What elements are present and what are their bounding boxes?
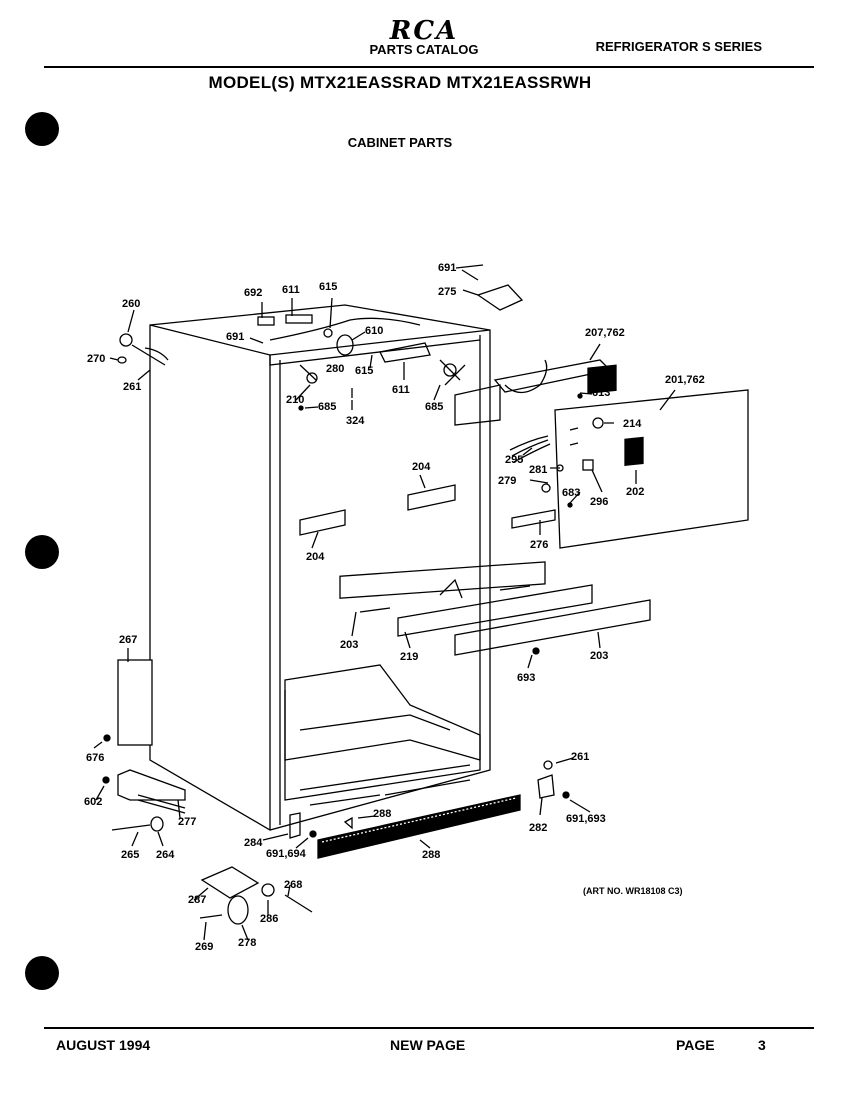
callout-label: 284 bbox=[244, 837, 263, 849]
callout-label: 278 bbox=[238, 937, 256, 949]
footer-rule bbox=[44, 1027, 814, 1029]
callout-label: 685 bbox=[425, 401, 443, 413]
callout-label: 286 bbox=[260, 913, 278, 925]
callout-label: 275 bbox=[438, 286, 456, 298]
callout-label: 260 bbox=[122, 298, 140, 310]
callout-label: 277 bbox=[178, 816, 196, 828]
side-panel-267 bbox=[117, 659, 153, 746]
callout-label: 691,693 bbox=[566, 813, 606, 825]
roller-wheel bbox=[227, 895, 249, 925]
callout-label: 219 bbox=[400, 651, 418, 663]
callout-label: 685 bbox=[318, 401, 336, 413]
callout-label: 295 bbox=[505, 454, 523, 466]
callout-label: 693 bbox=[517, 672, 535, 684]
callout-label: 270 bbox=[87, 353, 105, 365]
callout-label: 264 bbox=[156, 849, 175, 861]
door-stop bbox=[537, 774, 555, 799]
callout-label: 202 bbox=[626, 486, 644, 498]
binder-hole-top bbox=[25, 112, 59, 146]
callout-label: 267 bbox=[119, 634, 137, 646]
section-title: CABINET PARTS bbox=[347, 135, 453, 150]
callout-label: 268 bbox=[284, 879, 302, 891]
callout-label: 279 bbox=[498, 475, 516, 487]
damper-control bbox=[511, 509, 556, 529]
footer-date: AUGUST 1994 bbox=[56, 1037, 151, 1053]
callout-label: 204 bbox=[412, 461, 431, 473]
bracket-204-right bbox=[407, 484, 456, 511]
callout-label: 691,694 bbox=[266, 848, 307, 860]
top-hinge bbox=[476, 284, 524, 311]
callout-label: 210 bbox=[286, 394, 304, 406]
callout-label: 692 bbox=[244, 287, 262, 299]
callout-label: 203 bbox=[590, 650, 608, 662]
cabinet-shell bbox=[149, 304, 491, 831]
bracket-204-left bbox=[299, 509, 346, 536]
binder-hole-bottom bbox=[25, 956, 59, 990]
shelf-rail-upper bbox=[339, 561, 546, 599]
callout-label: 615 bbox=[319, 281, 337, 293]
footer-page-number: 3 bbox=[758, 1037, 766, 1053]
series-title: REFRIGERATOR S SERIES bbox=[595, 39, 762, 54]
catalog-title: PARTS CATALOG bbox=[369, 42, 479, 57]
brand-logo: RCA bbox=[389, 16, 459, 46]
callout-label: 613 bbox=[592, 387, 610, 399]
callout-label: 261 bbox=[571, 751, 589, 763]
fan-bracket bbox=[454, 384, 501, 426]
toe-grille bbox=[317, 794, 521, 859]
callout-label: 282 bbox=[529, 822, 547, 834]
shelf-rail-middle bbox=[397, 584, 593, 637]
footer-status: NEW PAGE bbox=[390, 1037, 466, 1053]
callout-label: 611 bbox=[392, 384, 410, 396]
callout-label: 676 bbox=[86, 752, 104, 764]
footer-page-label: PAGE bbox=[676, 1037, 715, 1053]
art-number: (ART NO. WR18108 C3) bbox=[583, 886, 683, 896]
callout-label: 324 bbox=[346, 415, 365, 427]
binder-hole-middle bbox=[25, 535, 59, 569]
callout-label: 691 bbox=[226, 331, 244, 343]
callout-label: 610 bbox=[365, 325, 383, 337]
callout-label: 201,762 bbox=[665, 374, 705, 386]
callout-label: 691 bbox=[438, 262, 456, 274]
model-line: MODEL(S) MTX21EASSRAD MTX21EASSRWH bbox=[208, 73, 592, 92]
callout-label: 276 bbox=[530, 539, 548, 551]
callout-label: 204 bbox=[306, 551, 325, 563]
callout-label: 611 bbox=[282, 284, 300, 296]
callout-label: 269 bbox=[195, 941, 213, 953]
callout-label: 214 bbox=[623, 418, 642, 430]
callout-label: 602 bbox=[84, 796, 102, 808]
callout-label: 683 bbox=[562, 487, 580, 499]
callout-label: 207,762 bbox=[585, 327, 625, 339]
callout-label: 287 bbox=[188, 894, 206, 906]
header-rule bbox=[44, 66, 814, 68]
control-panel bbox=[554, 389, 749, 549]
crisper-pan bbox=[284, 664, 481, 801]
callout-label: 265 bbox=[121, 849, 139, 861]
callout-label: 296 bbox=[590, 496, 608, 508]
callout-label: 288 bbox=[422, 849, 440, 861]
callout-label: 288 bbox=[373, 808, 391, 820]
shelf-rail-lower bbox=[454, 599, 651, 656]
callout-label: 203 bbox=[340, 639, 358, 651]
callout-label: 261 bbox=[123, 381, 141, 393]
callout-label: 615 bbox=[355, 365, 373, 377]
callout-label: 280 bbox=[326, 363, 344, 375]
leveling-bracket bbox=[117, 769, 186, 801]
callout-label: 281 bbox=[529, 464, 547, 476]
roller-plate bbox=[200, 866, 260, 899]
